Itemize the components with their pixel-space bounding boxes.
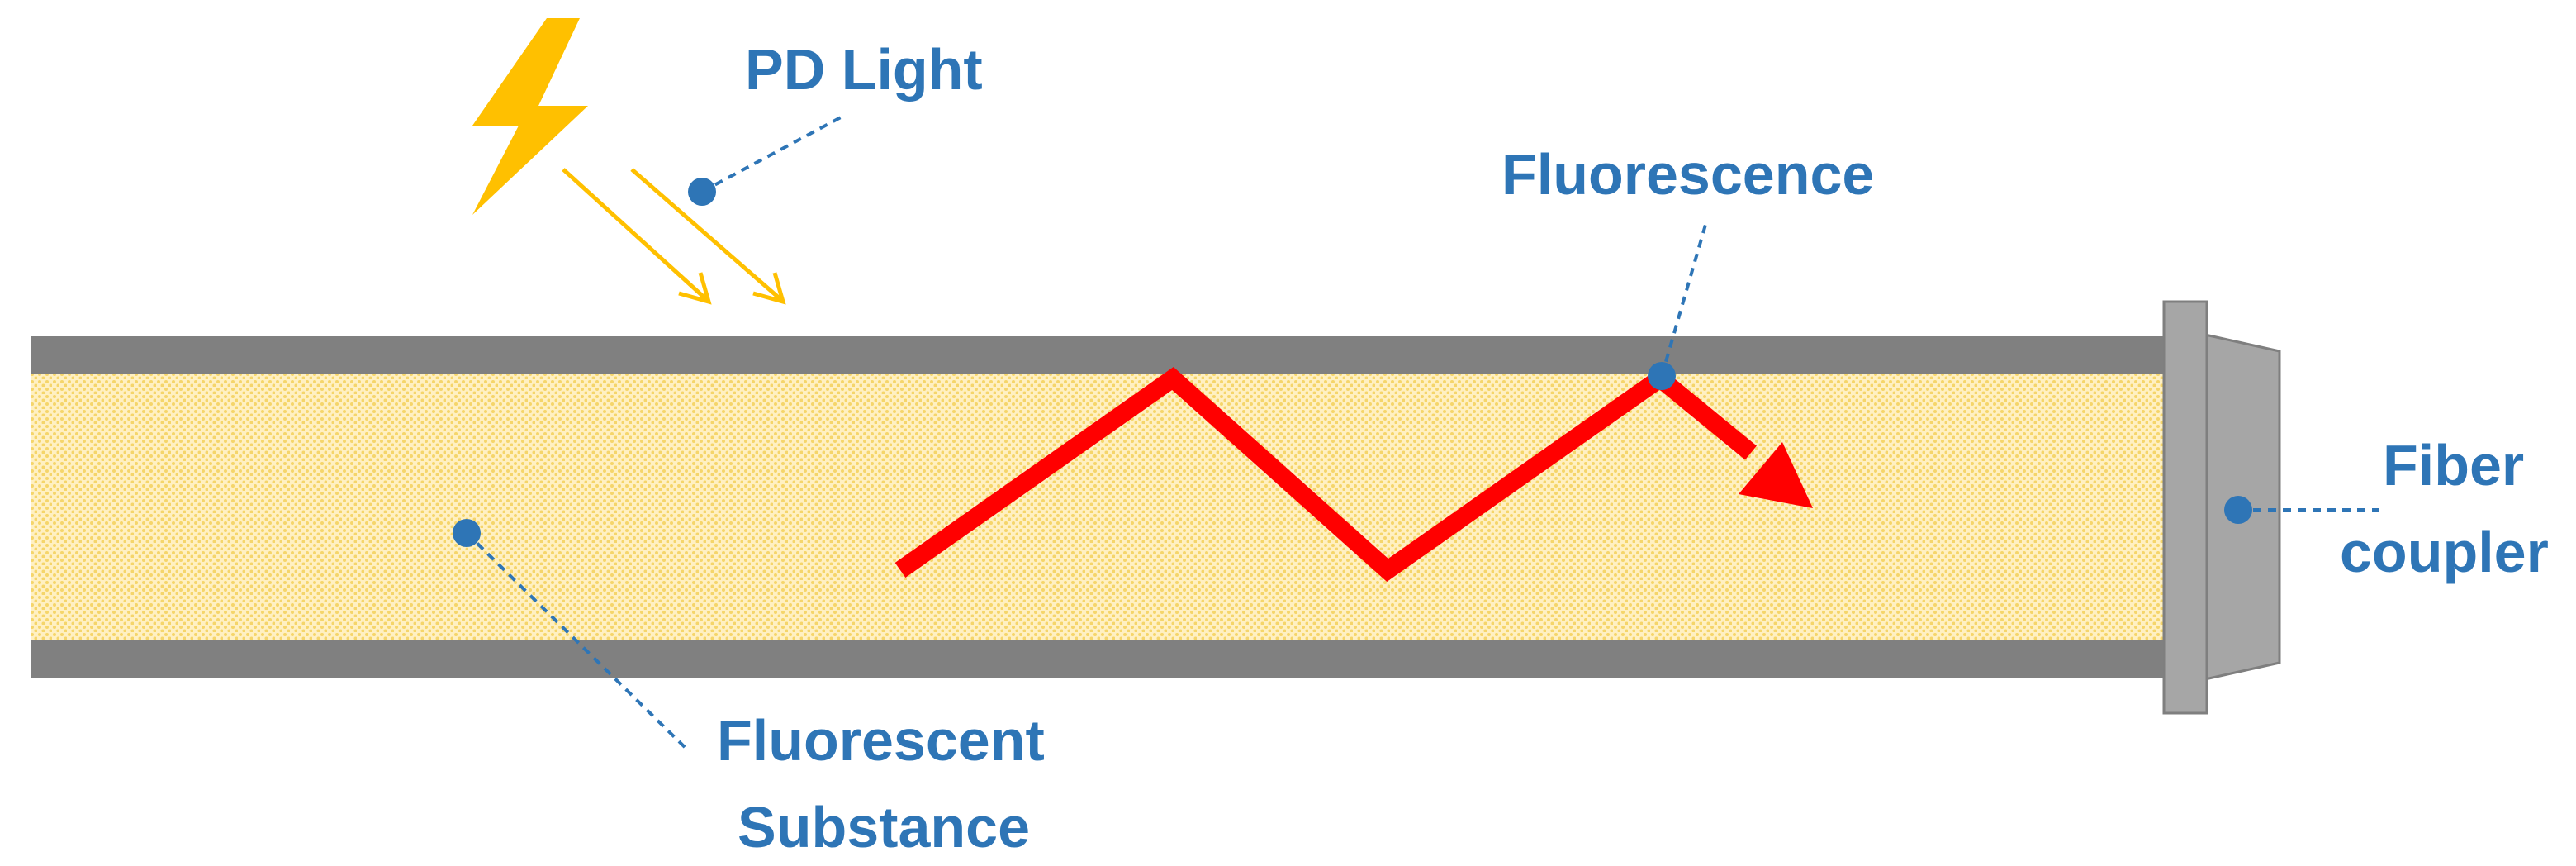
fluorescent-substance-label-line1: Fluorescent [717,708,1045,773]
fiber-bottom-wall [31,640,2170,678]
coupler-flange [2162,300,2208,715]
fluorescence-arrowhead [1739,442,1813,508]
fiber-top-wall [31,336,2170,374]
pd-light-leader [701,116,842,193]
pd-light-marker [688,178,716,206]
fluorescence-leader [1660,224,1707,377]
optical-fiber [31,336,2170,678]
callout-markers [453,178,2252,547]
fluorescence-zigzag [894,366,1757,583]
fluorescence-label: Fluorescence [1501,142,1874,207]
light-ray-1 [562,168,712,305]
fluorescent-substance-marker [453,519,481,547]
fluorescent-substance-leader [465,531,687,749]
fluorescence-path [894,366,1813,583]
fiber-coupler-label-line2: coupler [2340,520,2549,584]
pd-light-label: PD Light [745,37,983,102]
labels: PD Light Fluorescence Fluorescent Substa… [717,37,2549,859]
callout-leaders [465,116,2379,749]
fiber-coupler [2162,300,2281,715]
fiber-coupler-marker [2224,496,2252,524]
fiber-coupler-label-line1: Fiber [2383,433,2524,497]
fiber-core [31,372,2170,640]
pd-light-source [472,18,786,305]
fluorescent-substance-label-line2: Substance [738,795,1030,859]
lightning-bolt-icon [472,18,588,215]
light-ray-2 [630,168,786,305]
fluorescence-marker [1648,362,1676,390]
